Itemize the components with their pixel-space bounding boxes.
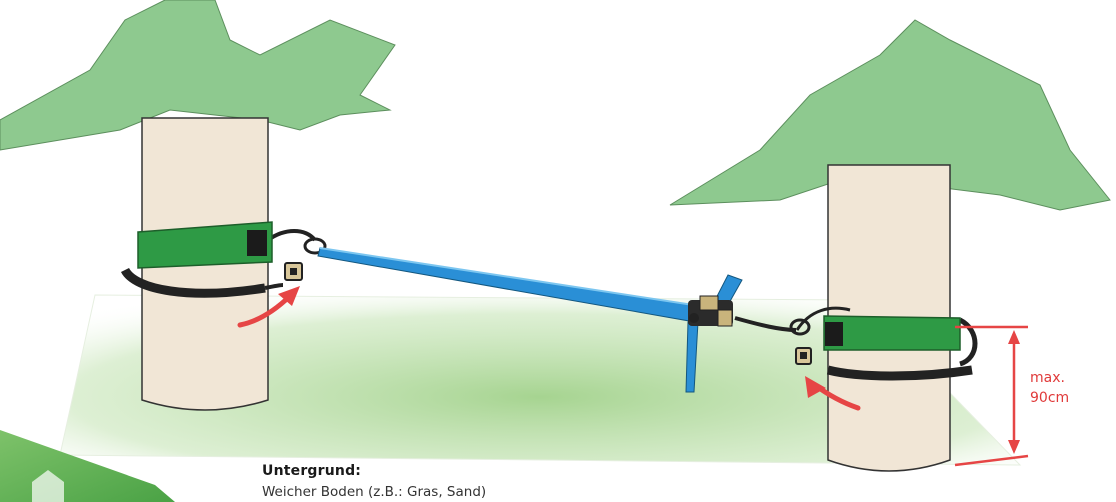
height-label-line1: max.	[1030, 370, 1065, 386]
left-buckle	[284, 262, 303, 281]
left-ring	[303, 237, 327, 255]
ground-description: Weicher Boden (z.B.: Gras, Sand)	[262, 484, 487, 500]
ground-heading: Untergrund:	[262, 463, 362, 479]
left-tree-canopy	[0, 0, 396, 151]
height-label-line2: 90cm	[1030, 390, 1070, 406]
corner-decoration	[0, 430, 175, 502]
left-tree-protector	[137, 221, 273, 269]
height-label: max. 90cm	[1030, 368, 1090, 408]
right-arrow	[805, 376, 861, 411]
right-ring	[789, 318, 811, 336]
left-arrow	[237, 286, 300, 328]
right-buckle	[795, 347, 812, 365]
ratchet	[688, 274, 743, 327]
right-tree-protector	[823, 315, 961, 351]
height-measurement	[954, 325, 1029, 467]
